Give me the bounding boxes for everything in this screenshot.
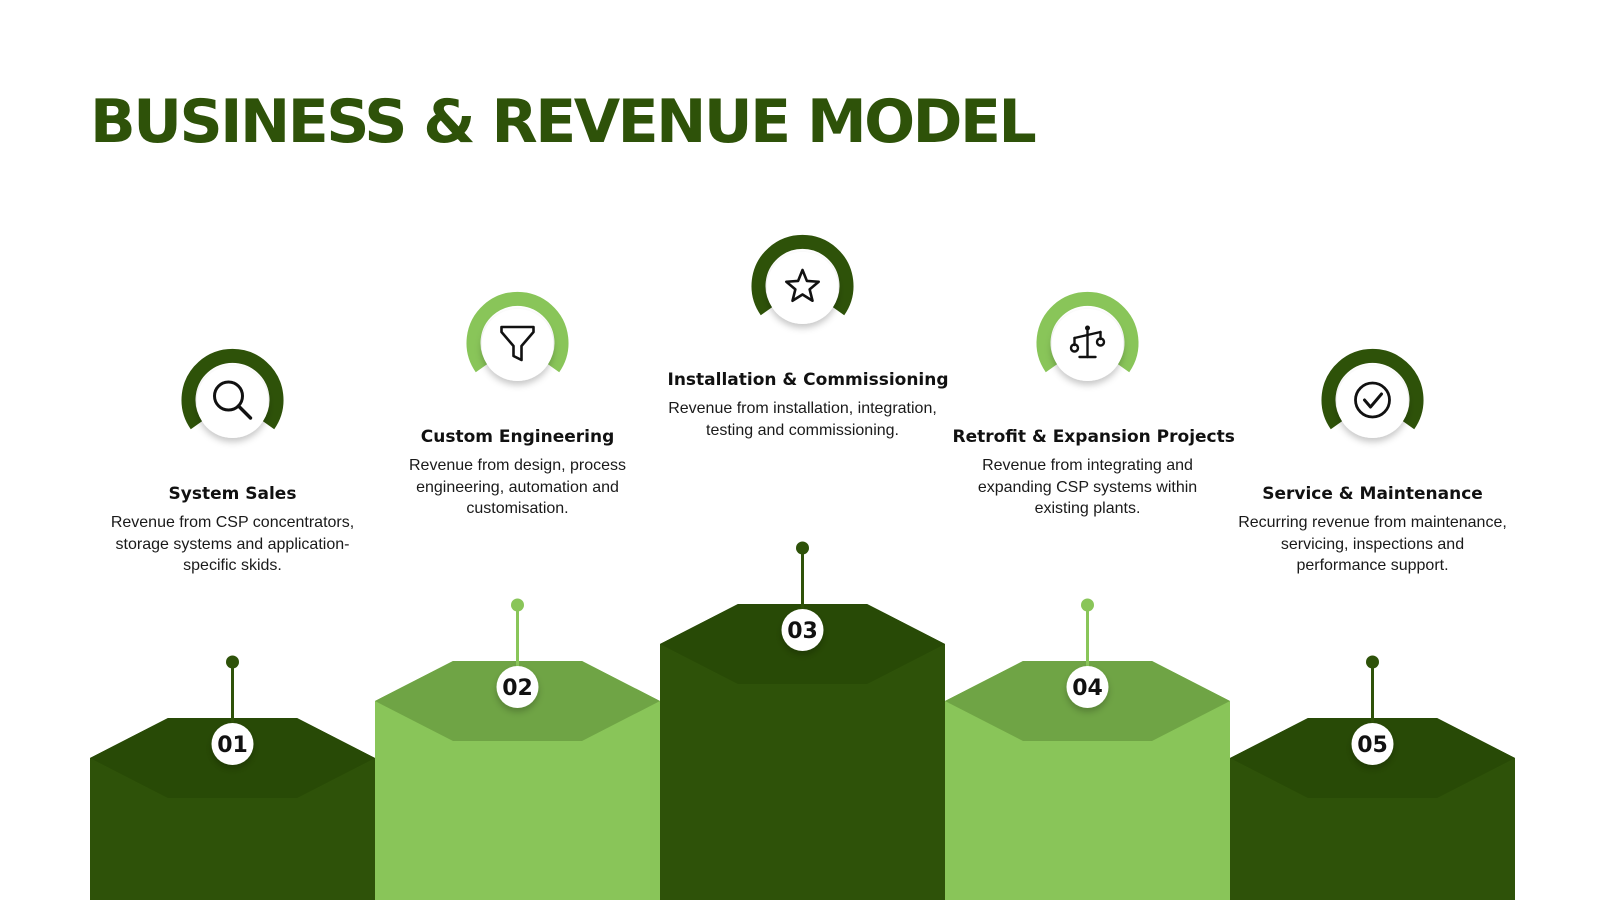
icon-ring bbox=[1321, 348, 1424, 430]
step-title: Service & Maintenance bbox=[1262, 484, 1483, 504]
number-badge-ring bbox=[206, 744, 259, 774]
number-badge bbox=[1066, 666, 1109, 708]
step-description: Revenue from design, process engineering… bbox=[409, 457, 626, 517]
search-icon bbox=[213, 380, 253, 420]
step-description: Revenue from CSP concentrators, storage … bbox=[110, 514, 355, 574]
step-description: Revenue from installation, integration, … bbox=[668, 400, 937, 439]
icon-disc bbox=[481, 309, 554, 381]
scale-icon bbox=[1069, 325, 1106, 359]
step-number: 03 bbox=[787, 619, 818, 644]
pillar-04: 04 bbox=[945, 291, 1230, 900]
step-title: Installation & Commissioning bbox=[667, 370, 949, 390]
step-title: Custom Engineering bbox=[420, 427, 615, 447]
icon-disc bbox=[196, 366, 269, 438]
connector-dot bbox=[226, 655, 239, 669]
connector-dot bbox=[796, 541, 809, 555]
icon-disc bbox=[1336, 366, 1409, 438]
step-number: 05 bbox=[1357, 733, 1388, 758]
pillar-03: 03 bbox=[660, 234, 945, 900]
number-badge-ring bbox=[1061, 687, 1114, 717]
number-badge bbox=[496, 666, 539, 708]
pillar-01: 01 bbox=[90, 348, 375, 900]
step-number: 01 bbox=[217, 733, 248, 758]
step-title: Retrofit & Expansion Projects bbox=[952, 427, 1235, 447]
number-badge-ring bbox=[776, 630, 829, 660]
number-badge-ring bbox=[491, 687, 544, 717]
icon-disc bbox=[766, 252, 839, 324]
icon-ring bbox=[1036, 291, 1139, 373]
step-number: 02 bbox=[502, 676, 533, 701]
number-badge-ring bbox=[1346, 744, 1399, 774]
step-description: Recurring revenue from maintenance, serv… bbox=[1238, 514, 1507, 574]
number-badge bbox=[1351, 723, 1394, 765]
icon-ring bbox=[181, 348, 284, 430]
number-badge bbox=[781, 609, 824, 651]
step-title: System Sales bbox=[168, 484, 297, 504]
icon-ring bbox=[466, 291, 569, 373]
connector-dot bbox=[1081, 598, 1094, 612]
icon-ring bbox=[751, 234, 854, 316]
pillar-02: 02 bbox=[375, 291, 660, 900]
star-icon bbox=[785, 268, 820, 303]
step-description: Revenue from integrating and expanding C… bbox=[977, 457, 1198, 517]
connector-dot bbox=[511, 598, 524, 612]
page-title: BUSINESS & REVENUE MODEL bbox=[90, 87, 1037, 157]
connector-dot bbox=[1366, 655, 1379, 669]
step-number: 04 bbox=[1072, 676, 1103, 701]
funnel-icon bbox=[500, 325, 535, 362]
pillar-05: 05 bbox=[1230, 348, 1515, 900]
check-circle-icon bbox=[1354, 381, 1391, 419]
number-badge bbox=[211, 723, 254, 765]
